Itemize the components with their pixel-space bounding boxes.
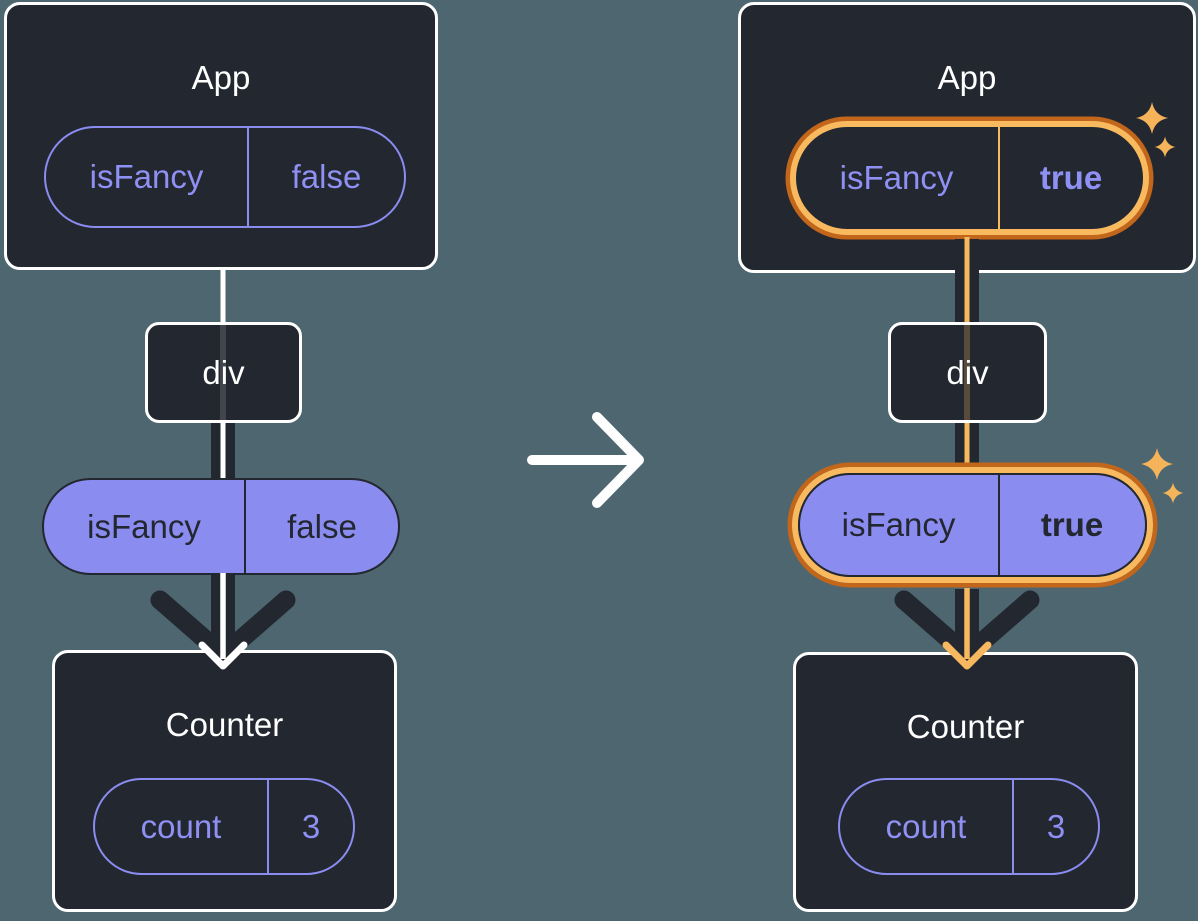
left-div-node-box: div [145,322,302,423]
state-name: count [840,780,1014,873]
prop-value: false [291,158,362,195]
left-div-label: div [202,353,245,391]
left-counter-state-pill: count 3 [93,778,355,875]
right-div-label: div [946,353,989,391]
state-value: 3 [1046,807,1066,845]
arrow-chevron [150,590,296,665]
prop-name: isFancy [796,126,1000,229]
left-counter-title: Counter [165,706,284,743]
left-passed-prop-pill: isFancy false [42,478,400,575]
prop-name: isFancy [800,474,1000,575]
right-counter-component-box: Counter count 3 [793,652,1138,912]
prop-name: isFancy [46,128,249,226]
right-app-prop-pill-highlighted: isFancy true [789,120,1149,235]
right-counter-title: Counter [906,708,1025,745]
prop-name: isFancy [44,480,246,573]
state-name: count [95,780,269,873]
arrow-chevron [894,590,1040,665]
left-div-thread-shadow [220,325,226,420]
transition-arrow-right-icon [527,412,644,508]
prop-value: false [287,507,357,545]
state-value: 3 [301,807,321,845]
right-passed-prop-pill-inner: isFancy true [797,472,1147,577]
left-app-prop-pill: isFancy false [44,126,406,228]
right-div-thread-shadow [964,325,970,420]
right-app-title: App [937,59,997,96]
sparkles-bottom [1140,447,1184,504]
sparkle-icon [1140,447,1174,481]
prop-value: true [1040,505,1104,543]
left-app-component-box: App isFancy false [4,2,438,270]
right-div-node-box: div [888,322,1047,423]
right-counter-state-pill: count 3 [838,778,1100,875]
arrow-head [592,412,644,508]
left-counter-component-box: Counter count 3 [52,650,397,912]
right-app-component-box: App isFancy true [738,2,1196,273]
sparkle-icon [1162,482,1184,504]
prop-value: true [1039,158,1103,196]
left-app-title: App [191,59,251,96]
right-passed-prop-pill-highlighted: isFancy true [791,466,1153,583]
